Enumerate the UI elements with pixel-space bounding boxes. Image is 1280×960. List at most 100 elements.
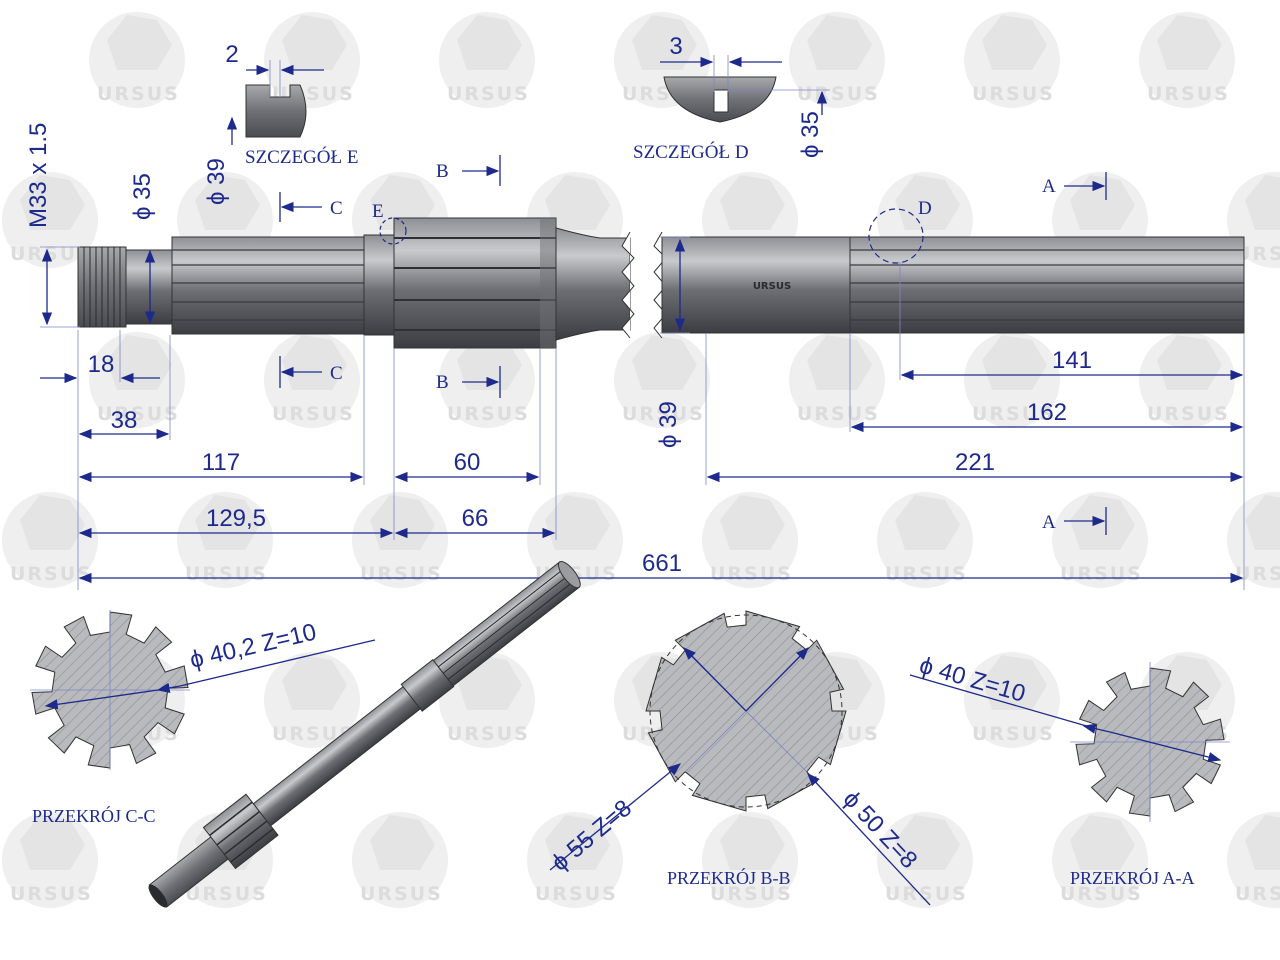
cut-c-top: C (330, 198, 343, 219)
dim-162: 162 (1027, 399, 1067, 426)
watermark-tile: URSUS (352, 812, 448, 908)
detail-e-diameter: ϕ 39 (203, 158, 230, 205)
watermark-tile: URSUS (789, 332, 885, 428)
watermark-text: URSUS (185, 883, 268, 905)
watermark-tile: URSUS (1139, 12, 1235, 108)
watermark-text: URSUS (1147, 83, 1230, 105)
watermark-tile: URSUS (264, 652, 360, 748)
watermark-text: URSUS (972, 723, 1055, 745)
watermark-text: URSUS (1235, 243, 1280, 265)
watermark-tile: URSUS (177, 812, 273, 908)
thread-label: M33 x 1.5 (25, 123, 52, 228)
watermark-tile: URSUS (2, 812, 98, 908)
cut-c-bottom: C (330, 363, 343, 384)
engraved-logo: URSUS (753, 281, 791, 292)
dim-60: 60 (454, 449, 481, 476)
watermark-text: URSUS (185, 563, 268, 585)
watermark-tile: URSUS (439, 652, 535, 748)
dim-221: 221 (955, 449, 995, 476)
watermark-tile: URSUS (614, 332, 710, 428)
detail-d-circle (868, 208, 924, 264)
dim-3: 3 (669, 33, 682, 60)
watermark-tile: URSUS (264, 12, 360, 108)
watermark-text: URSUS (1147, 403, 1230, 425)
watermark-text: URSUS (447, 83, 530, 105)
detail-e-marker: E (372, 201, 384, 222)
detail-e-title: SZCZEGÓŁ E (245, 146, 358, 168)
dim-18: 18 (88, 351, 115, 378)
dim-2: 2 (225, 41, 238, 68)
watermark-text: URSUS (972, 83, 1055, 105)
watermark-text: URSUS (447, 403, 530, 425)
dim-141: 141 (1052, 347, 1092, 374)
section-b-title: PRZEKRÓJ B-B (667, 867, 791, 888)
cut-markers: B B C C A A (279, 155, 1107, 535)
watermark-text: URSUS (885, 563, 968, 585)
shaft-side-view: URSUS (77, 217, 1245, 349)
watermark-tile: URSUS (877, 492, 973, 588)
section-a-title: PRZEKRÓJ A-A (1070, 867, 1195, 888)
watermark-text: URSUS (1060, 563, 1143, 585)
detail-e-circle (379, 217, 407, 245)
watermark-tile: URSUS (877, 812, 973, 908)
dimension-set: M33 x 1.5 ϕ 35 ϕ 39 18 38 117 60 (25, 123, 1245, 590)
watermark-text: URSUS (1235, 563, 1280, 585)
watermark-text: URSUS (360, 563, 443, 585)
watermark-tile: URSUS (702, 492, 798, 588)
watermark-tile: URSUS (1052, 492, 1148, 588)
watermark-text: URSUS (272, 403, 355, 425)
dim-66: 66 (462, 505, 489, 532)
watermark-tile: URSUS (789, 12, 885, 108)
watermark-text: URSUS (972, 403, 1055, 425)
watermark-text: URSUS (797, 83, 880, 105)
watermark-text: URSUS (1060, 883, 1143, 905)
detail-e: 2 ϕ 39 SZCZEGÓŁ E (203, 41, 358, 205)
watermark-text: URSUS (622, 403, 705, 425)
watermark-text: URSUS (272, 723, 355, 745)
watermark-text: URSUS (10, 883, 93, 905)
watermark-text: URSUS (360, 883, 443, 905)
dim-38: 38 (111, 407, 138, 434)
watermark-text: URSUS (97, 403, 180, 425)
dim-661: 661 (642, 550, 682, 577)
watermark-tile: URSUS (1052, 812, 1148, 908)
watermark-text: URSUS (710, 883, 793, 905)
section-a-a: ϕ 40 Z=10 PRZEKRÓJ A-A (909, 652, 1230, 888)
dim-117: 117 (202, 449, 240, 476)
watermark-tile: URSUS (2, 492, 98, 588)
section-c-title: PRZEKRÓJ C-C (32, 805, 156, 826)
watermark-text: URSUS (447, 723, 530, 745)
shaft-3d-render (148, 560, 581, 908)
detail-d-title: SZCZEGÓŁ D (633, 141, 749, 163)
watermark-tile: URSUS (964, 332, 1060, 428)
watermark-text: URSUS (535, 883, 618, 905)
section-c-c: ϕ 40,2 Z=10 PRZEKRÓJ C-C (30, 610, 376, 826)
watermark-text: URSUS (97, 83, 180, 105)
dim-129-5: 129,5 (206, 505, 266, 532)
watermark-text: URSUS (885, 883, 968, 905)
watermark-tile: URSUS (1139, 332, 1235, 428)
watermark-tile: URSUS (89, 332, 185, 428)
watermark-tile: URSUS (352, 492, 448, 588)
watermark-tile: URSUS (89, 12, 185, 108)
cut-b-top: B (436, 161, 449, 182)
watermark-tile: URSUS (702, 812, 798, 908)
diameter-35-left: ϕ 35 (129, 173, 156, 220)
cut-a-top: A (1042, 176, 1056, 197)
diameter-39-mid: ϕ 39 (655, 401, 682, 448)
watermark-tile: URSUS (964, 12, 1060, 108)
watermark-tile: URSUS (1227, 172, 1280, 268)
detail-d: 3 ϕ 35 SZCZEGÓŁ D (633, 33, 830, 163)
watermark-tile: URSUS (439, 332, 535, 428)
watermark-text: URSUS (10, 563, 93, 585)
watermark-text: URSUS (710, 563, 793, 585)
watermark-text: URSUS (1235, 883, 1280, 905)
detail-d-diameter: ϕ 35 (797, 111, 824, 158)
watermark-tile: URSUS (527, 812, 623, 908)
detail-d-marker: D (918, 198, 932, 219)
watermark-tile: URSUS (264, 332, 360, 428)
watermark-tile: URSUS (1227, 812, 1280, 908)
cut-b-bottom: B (436, 372, 449, 393)
watermark-text: URSUS (797, 403, 880, 425)
